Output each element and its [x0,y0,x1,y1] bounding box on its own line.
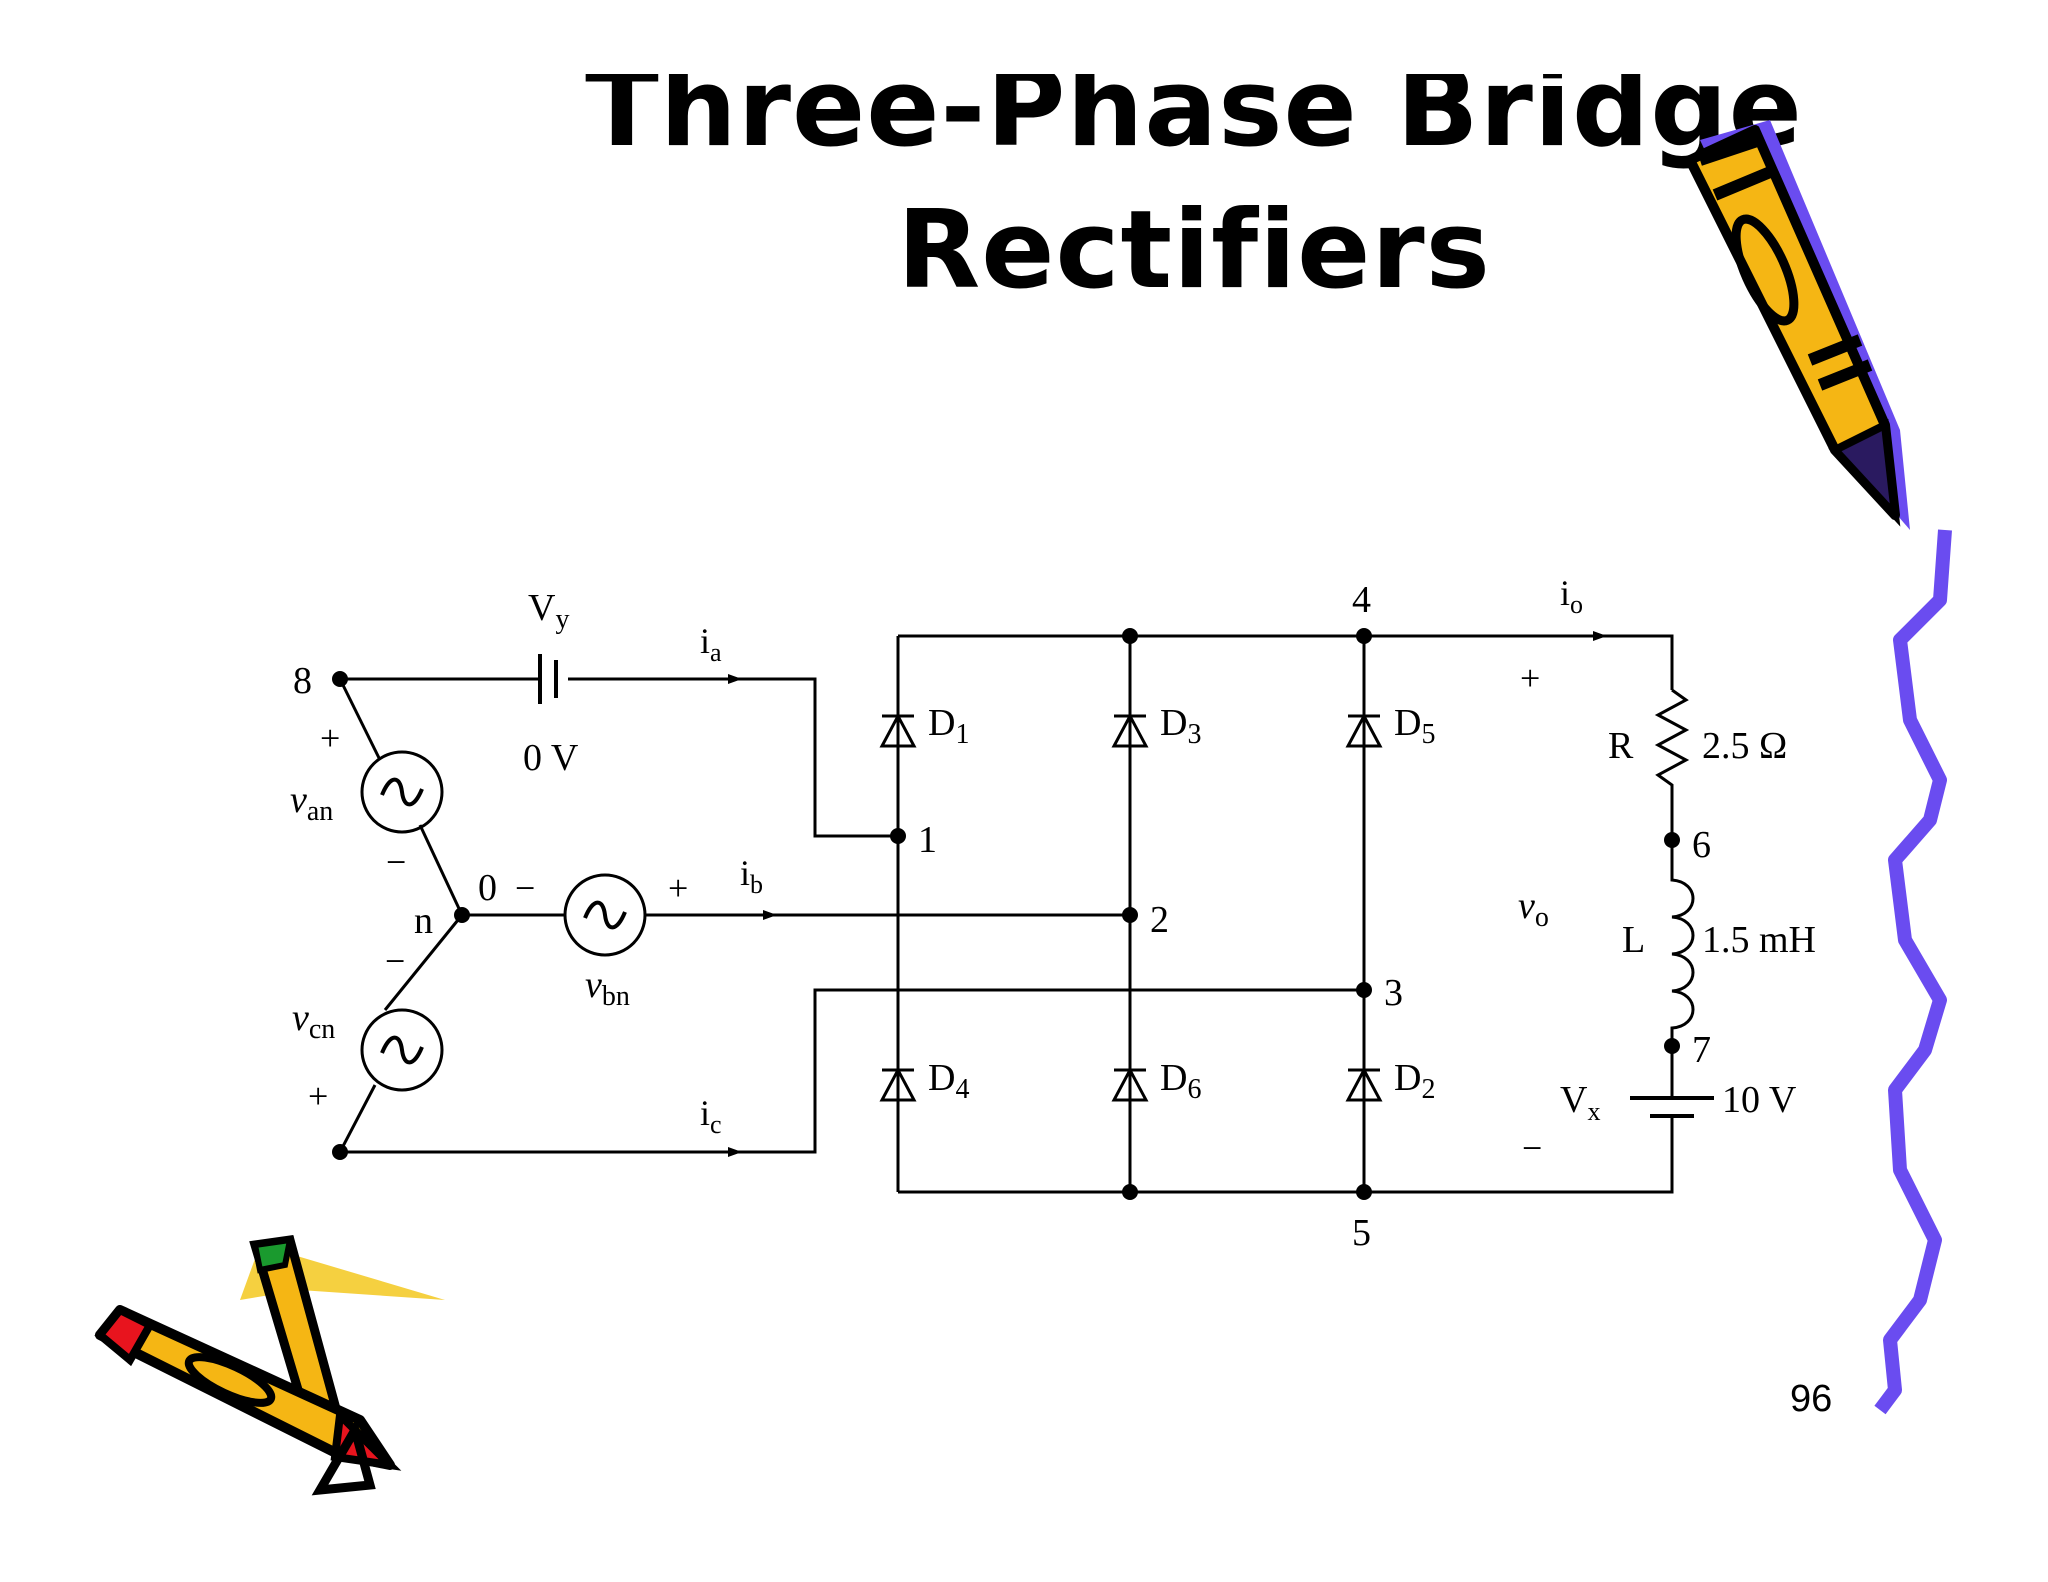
diode-label-d4: D4 [928,1057,969,1105]
vy-value: 0 V [523,737,579,779]
squiggle-decoration [1874,529,1952,1415]
node-label-8: 8 [293,660,312,702]
vy-label: Vy [528,587,569,635]
node-label-4: 4 [1352,579,1371,621]
battery-label: Vx [1560,1079,1600,1126]
van-minus-sign: − [386,842,406,882]
resistor-label: R [1608,725,1634,767]
vcn-minus-sign: − [385,941,405,981]
ib-label: ib [740,853,763,899]
pencil-clipart-top-right [1685,120,1910,530]
vo-label: vo [1518,885,1549,933]
diode-label-d6: D6 [1160,1057,1201,1105]
vo-plus-sign: + [1520,658,1540,698]
node-label-1: 1 [918,819,937,861]
ic-label: ic [700,1093,722,1139]
diode-label-d1: D1 [928,702,969,750]
node-label-5: 5 [1352,1212,1371,1254]
inductor-label: L [1622,919,1645,961]
inductor-value: 1.5 mH [1702,919,1816,961]
ia-label: ia [700,621,722,667]
vo-minus-sign: − [1522,1128,1542,1168]
vbn-label: vbn [585,964,630,1012]
crossed-pencils-clipart [94,1234,445,1496]
resistor-value: 2.5 Ω [1702,725,1787,767]
node-label-n: n [414,900,433,942]
page-number: 96 [1790,1378,1833,1420]
node-label-2: 2 [1150,899,1169,941]
node-label-7: 7 [1692,1029,1711,1071]
battery-value: 10 V [1722,1079,1797,1121]
slide-title-line-1: Three-Phase Bridge [585,46,1803,171]
van-plus-sign: + [320,718,340,758]
node-label-0: 0 [478,867,497,909]
van-label: van [290,779,333,827]
vcn-label: vcn [292,997,335,1045]
vbn-plus-sign: + [668,868,688,908]
node-label-6: 6 [1692,824,1711,866]
vcn-plus-sign: + [308,1076,328,1116]
diode-label-d5: D5 [1394,702,1435,750]
vbn-minus-sign: − [515,868,535,908]
diode-label-d3: D3 [1160,702,1201,750]
io-label: io [1560,573,1583,619]
node-label-3: 3 [1384,972,1403,1014]
slide-title-line-2: Rectifiers [897,188,1491,313]
diode-label-d2: D2 [1394,1057,1435,1105]
